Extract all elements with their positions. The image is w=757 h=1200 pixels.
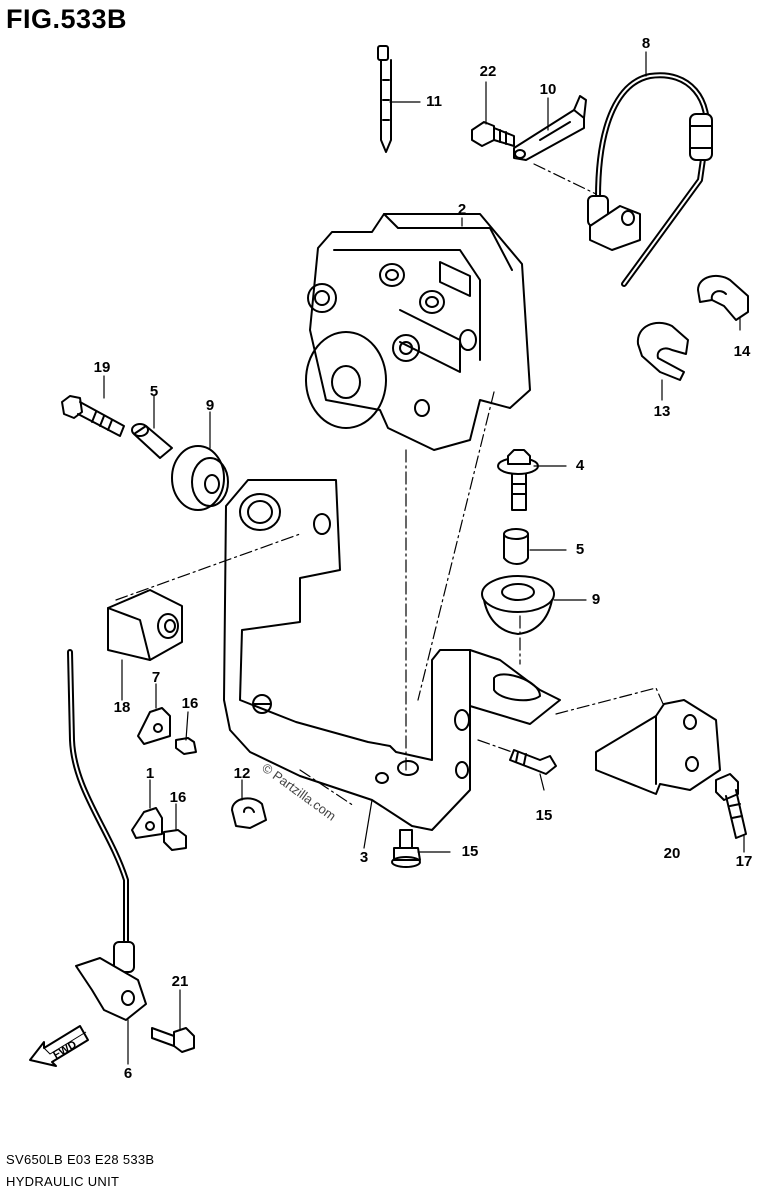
callout-4: 4 bbox=[575, 457, 585, 474]
callout-5-left: 5 bbox=[149, 383, 159, 400]
callout-5-right: 5 bbox=[575, 541, 585, 558]
part-bolt-4[interactable] bbox=[497, 449, 539, 511]
callout-9-right: 9 bbox=[591, 591, 601, 608]
part-screw-16-upper[interactable] bbox=[175, 737, 197, 755]
figure-title: FIG.533B bbox=[6, 4, 128, 34]
part-screw-16-lower[interactable] bbox=[163, 829, 187, 851]
part-guard-18[interactable] bbox=[107, 589, 183, 661]
part-collar-5-right[interactable] bbox=[503, 528, 529, 565]
part-sensor-lead-lower[interactable] bbox=[67, 649, 147, 1021]
callout-20: 20 bbox=[663, 845, 681, 862]
part-clamp-13[interactable] bbox=[636, 321, 689, 381]
leader-lines bbox=[103, 51, 745, 1065]
part-bolt-22[interactable] bbox=[471, 121, 515, 147]
callout-2: 2 bbox=[457, 201, 467, 218]
part-bracket-20[interactable] bbox=[595, 699, 721, 795]
part-hydraulic-unit[interactable] bbox=[305, 213, 531, 451]
callout-17: 17 bbox=[735, 853, 753, 870]
figure-code: SV650LB E03 E28 533B bbox=[6, 1152, 155, 1167]
callout-10: 10 bbox=[539, 81, 557, 98]
callout-6: 6 bbox=[123, 1065, 133, 1082]
part-bolt-15-upper[interactable] bbox=[509, 749, 557, 775]
callout-14: 14 bbox=[733, 343, 751, 360]
part-clamp-12[interactable] bbox=[231, 797, 267, 829]
callout-1: 1 bbox=[145, 765, 155, 782]
part-cable-tie[interactable] bbox=[377, 45, 392, 153]
callout-7: 7 bbox=[151, 669, 161, 686]
callout-19: 19 bbox=[93, 359, 111, 376]
part-bracket-7[interactable] bbox=[137, 707, 171, 745]
callout-21: 21 bbox=[171, 973, 189, 990]
callout-16-lower: 16 bbox=[169, 789, 187, 806]
part-bolt-17[interactable] bbox=[715, 773, 747, 839]
part-bracket-plate[interactable] bbox=[513, 95, 587, 161]
callout-9-left: 9 bbox=[205, 397, 215, 414]
fwd-arrow-icon: FWD bbox=[29, 1025, 89, 1067]
part-bolt-21[interactable] bbox=[151, 1027, 195, 1053]
callout-22: 22 bbox=[479, 63, 497, 80]
figure-name: HYDRAULIC UNIT bbox=[6, 1174, 120, 1189]
callout-15-upper: 15 bbox=[535, 807, 553, 824]
part-collar-5-left[interactable] bbox=[131, 423, 173, 459]
callout-8: 8 bbox=[641, 35, 651, 52]
callout-16-upper: 16 bbox=[181, 695, 199, 712]
part-bolt-15-lower[interactable] bbox=[391, 829, 421, 868]
callout-11: 11 bbox=[426, 93, 442, 110]
part-clamp-14[interactable] bbox=[697, 274, 749, 321]
part-main-bracket[interactable] bbox=[223, 479, 561, 831]
callout-3: 3 bbox=[359, 849, 369, 866]
part-bracket-1[interactable] bbox=[131, 807, 163, 839]
part-grommet-9-left[interactable] bbox=[171, 445, 229, 511]
callout-12: 12 bbox=[233, 765, 251, 782]
part-sensor-lead-upper[interactable] bbox=[587, 72, 713, 287]
callout-13: 13 bbox=[653, 403, 671, 420]
callout-18: 18 bbox=[113, 699, 131, 716]
part-bolt-19[interactable] bbox=[61, 395, 125, 437]
callout-15-lower: 15 bbox=[461, 843, 479, 860]
part-grommet-9-right[interactable] bbox=[481, 575, 555, 635]
